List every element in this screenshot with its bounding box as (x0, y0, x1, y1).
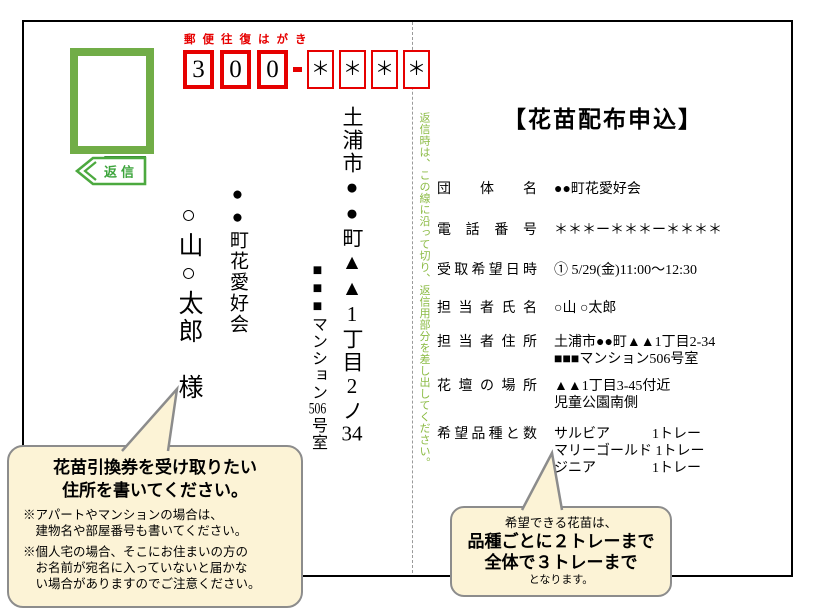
form-value: サルビア 1トレー マリーゴールド 1トレー ジニア 1トレー (554, 427, 705, 476)
postal-card-type-label: 郵便往復はがき (184, 34, 314, 46)
form-label: 担当者氏名 (437, 301, 537, 316)
sender-room-number: 506 (308, 401, 327, 417)
postal-code-boxes: 3 0 0 ＊ ＊ ＊ ＊ (183, 50, 435, 89)
recipient-organization: ●●町花愛好会 (227, 184, 248, 335)
callout-line: 品種ごとに２トレーまで (467, 532, 655, 551)
form-value: ○山 ○太郎 (554, 301, 617, 316)
form-title: 【花苗配布申込】 (503, 107, 703, 132)
address-hint-callout: 花苗引換券を受け取りたい 住所を書いてください。 ※アパートやマンションの場合は… (7, 445, 303, 608)
form-row: 希望品種と数 サルビア 1トレー マリーゴールド 1トレー ジニア 1トレー (437, 426, 705, 477)
form-label: 希望品種と数 (437, 427, 537, 442)
form-value: ●●町花愛好会 (554, 182, 641, 197)
form-label: 受取希望日時 (437, 263, 537, 278)
postal-digit-box: ＊ (307, 50, 334, 89)
form-row: 担当者氏名 ○山 ○太郎 (437, 300, 616, 317)
postal-digit-box: 0 (220, 50, 251, 89)
callout-note: ※アパートやマンションの場合は、 建物名や部屋番号も書いてください。 (23, 508, 248, 538)
form-value: 土浦市●●町▲▲1丁目2-34 ■■■マンション506号室 (554, 335, 716, 367)
reply-label: 返信 (104, 165, 138, 180)
stamp-frame (70, 48, 154, 154)
fold-cut-dashed-line (412, 22, 413, 573)
form-row: 担当者住所 土浦市●●町▲▲1丁目2-34 ■■■マンション506号室 (437, 334, 715, 368)
sender-room-suffix: 号室 (309, 417, 326, 451)
postal-digit-box: ＊ (371, 50, 398, 89)
form-value: ▲▲1丁目3-45付近 児童公園南側 (554, 379, 671, 411)
reply-arrow-tag: 返信 (74, 156, 147, 186)
callout-heading: 花苗引換券を受け取りたい 住所を書いてください。 (53, 458, 257, 500)
form-row: 花壇の場所 ▲▲1丁目3-45付近 児童公園南側 (437, 378, 670, 412)
form-label: 担当者住所 (437, 335, 537, 350)
form-value: ① 5/29(金)11:00～12:30 (554, 263, 697, 278)
sender-building-name: ■■■マンション (309, 262, 326, 401)
postal-digit-box: 3 (183, 50, 214, 89)
postcard-border (22, 20, 793, 577)
sender-address-line2: ■■■マンション506号室 (305, 262, 329, 451)
postal-digit-box: ＊ (403, 50, 430, 89)
form-row: 電話番号 ＊＊＊ー＊＊＊ー＊＊＊＊ (437, 222, 722, 239)
cut-instruction-note: 返信時は、この線に沿って切り、返信用部分を差し出してください。 (418, 112, 430, 469)
arrow-chevron-icon (83, 161, 97, 181)
postal-code-hyphen (293, 67, 302, 72)
tray-limit-callout: 希望できる花苗は、 品種ごとに２トレーまで 全体で３トレーまで となります。 (450, 506, 672, 597)
form-label: 花壇の場所 (437, 379, 537, 394)
postal-digit-box: 0 (257, 50, 288, 89)
sender-address-main: 土浦市●●町▲▲1丁目2ノ (340, 106, 364, 423)
postal-digit-box: ＊ (339, 50, 366, 89)
recipient-name: ○山○太郎 様 (175, 202, 202, 402)
form-label: 団体名 (437, 182, 537, 197)
callout-line: となります。 (528, 574, 594, 586)
form-value: ＊＊＊ー＊＊＊ー＊＊＊＊ (554, 223, 722, 238)
sender-address-number: 34 (341, 423, 363, 444)
callout-line: 希望できる花苗は、 (504, 516, 618, 530)
form-row: 受取希望日時 ① 5/29(金)11:00～12:30 (437, 262, 697, 279)
callout-line: 全体で３トレーまで (484, 553, 638, 572)
form-label: 電話番号 (437, 223, 537, 238)
form-row: 団体名 ●●町花愛好会 (437, 181, 641, 198)
callout-note: ※個人宅の場合、そこにお住まいの方の お名前が宛名に入っていないと届かな い場合… (23, 545, 261, 591)
sender-address-line1: 土浦市●●町▲▲1丁目2ノ34 (337, 106, 367, 444)
